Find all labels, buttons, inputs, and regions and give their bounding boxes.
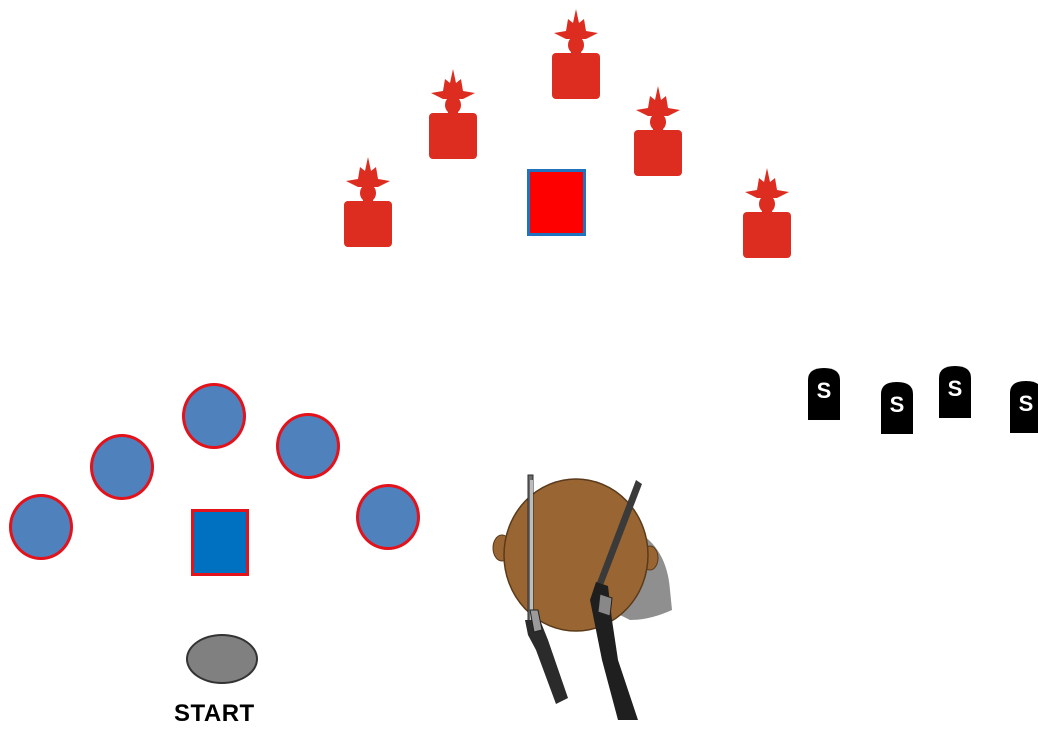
shotgun-target-2: S — [879, 380, 915, 434]
pistol-plate-3 — [182, 383, 246, 449]
shotgun-target-1: S — [806, 366, 842, 420]
shotgun-letter: S — [948, 376, 963, 401]
gun-table — [490, 470, 680, 720]
rifle-target-4 — [628, 84, 688, 176]
rifle-target-2 — [423, 67, 483, 159]
rifle-shooting-box — [527, 169, 586, 236]
start-label: START — [174, 700, 255, 728]
shotgun-target-4: S — [1008, 379, 1038, 433]
shotgun-letter: S — [817, 378, 832, 403]
pistol-plate-1 — [9, 494, 73, 560]
rifle-target-5 — [737, 166, 797, 258]
shotgun-letter: S — [1019, 391, 1034, 416]
rifle-target-3 — [546, 7, 606, 99]
pistol-plate-4 — [276, 413, 340, 479]
pistol-shooting-box — [191, 509, 249, 576]
start-marker — [186, 634, 258, 684]
shotgun-target-3: S — [937, 364, 973, 418]
rifle-target-1 — [338, 155, 398, 247]
shotgun-letter: S — [890, 392, 905, 417]
pistol-plate-5 — [356, 484, 420, 550]
pistol-plate-2 — [90, 434, 154, 500]
